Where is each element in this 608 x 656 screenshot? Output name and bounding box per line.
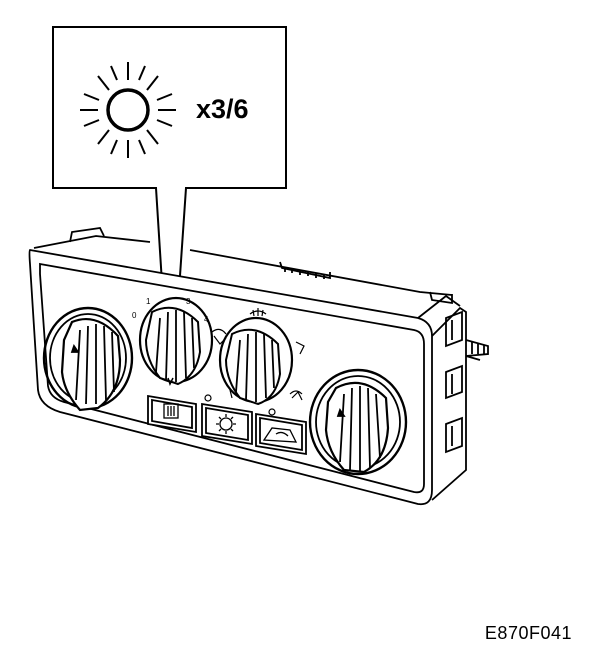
sun-icon <box>80 62 176 158</box>
figure-code: E870F041 <box>484 623 572 643</box>
air-distribution-knob[interactable] <box>218 316 294 406</box>
rear-defrost-icon <box>163 403 179 419</box>
indicator-leds <box>204 394 276 416</box>
fan-button[interactable] <box>201 402 253 446</box>
recirculation-icon <box>262 427 298 443</box>
windscreen-defrost-icon <box>249 308 267 317</box>
fan-speed-knob[interactable] <box>138 296 214 386</box>
fan-scale-0: 0 <box>132 311 137 320</box>
temperature-knob[interactable] <box>42 306 134 412</box>
rear-defrost-button[interactable] <box>147 394 197 434</box>
pointer-tip <box>167 377 174 386</box>
fan-icon <box>216 414 236 434</box>
recirculation-button[interactable] <box>255 412 307 456</box>
fan-scale-4: 4 <box>204 315 209 324</box>
knob-pointer-right <box>336 407 346 417</box>
face-vent-icon <box>211 328 227 345</box>
knob-pointer <box>70 343 80 353</box>
fan-scale-3: 3 <box>186 297 191 306</box>
fan-scale-1: 1 <box>146 297 151 306</box>
callout-label: x3/6 <box>196 94 249 124</box>
distribution-mark <box>229 389 233 399</box>
right-knob[interactable] <box>308 368 408 476</box>
foot-vent-icon <box>289 341 305 401</box>
